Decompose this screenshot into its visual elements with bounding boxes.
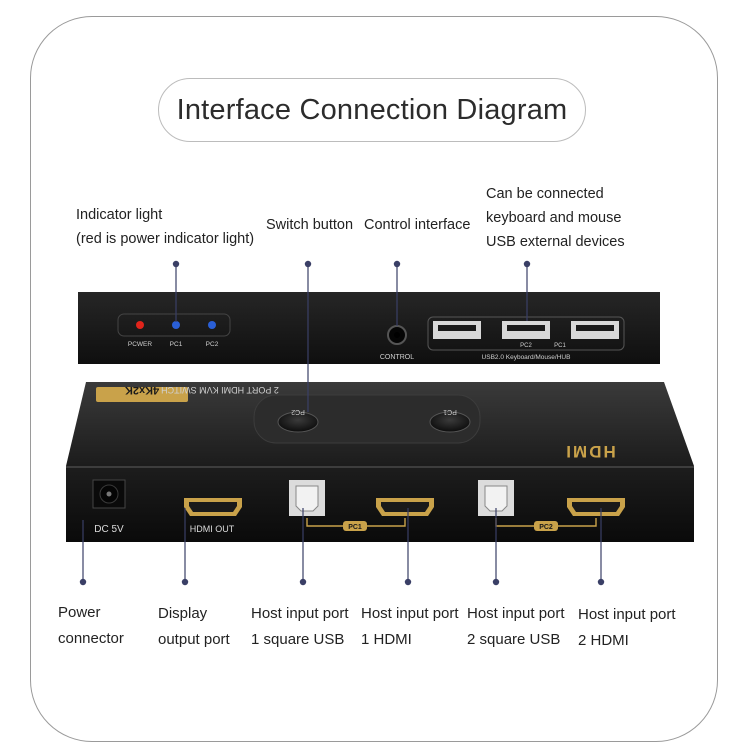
host2-usb-line2: 2 square USB xyxy=(467,631,561,648)
power-led xyxy=(136,321,144,329)
usb-group-frame xyxy=(427,316,625,351)
pc1-tag-text: PC1 xyxy=(348,524,362,531)
pc1-tag xyxy=(343,521,367,531)
control-interface-label: Control interface xyxy=(364,217,471,233)
host2-usb-line1: Host input port xyxy=(467,605,565,622)
usb-a-port-1-tongue xyxy=(438,325,476,331)
indicator-label-line1: Indicator light xyxy=(76,207,163,223)
page-title: Interface Connection Diagram xyxy=(176,93,568,126)
power-line2: connector xyxy=(58,630,124,647)
indicator-label: Indicator light (red is power indicator … xyxy=(76,203,254,251)
dc-label: DC 5V xyxy=(94,524,124,535)
usb1-callout-dot xyxy=(299,578,307,586)
host1-usb-line2: 1 square USB xyxy=(251,631,345,648)
main-device: 4Kx2K 2 PORT HDMI KVM SWITCH PC2 PC1 HDM… xyxy=(66,382,694,542)
front-panel: PCWER PC1 PC2 CONTROL PC2 PC1 USB2.0 Key… xyxy=(78,292,660,364)
display-line2: output port xyxy=(158,631,230,648)
control-jack-hole xyxy=(394,332,400,338)
host2-hdmi-line1: Host input port xyxy=(578,606,676,623)
pc2-tag xyxy=(534,521,558,531)
callout-lines xyxy=(79,260,605,586)
usb-a-port-2-tongue xyxy=(507,325,545,331)
pc1-led xyxy=(172,321,180,329)
switch-callout-dot xyxy=(304,260,312,268)
pc1-usb-b-port-inner xyxy=(295,485,319,512)
pc2-led xyxy=(208,321,216,329)
pc2-hdmi-port-inner xyxy=(572,502,620,512)
led-frame xyxy=(117,313,231,337)
usb-callout-dot xyxy=(523,260,531,268)
usb2-callout-dot xyxy=(492,578,500,586)
btn-pc2-text: PC2 xyxy=(291,408,305,415)
pc1-hdmi-port-inner xyxy=(381,502,429,512)
led-power-text: PCWER xyxy=(128,341,153,348)
display-callout-dot xyxy=(181,578,189,586)
host2-usb-label: Host input port 2 square USB xyxy=(467,601,565,653)
pc2-tag-text: PC2 xyxy=(539,524,553,531)
usb-a-port-3-tongue xyxy=(576,325,614,331)
display-output-label: Display output port xyxy=(158,601,230,653)
4k-badge xyxy=(96,387,188,402)
switch-button-label: Switch button xyxy=(266,217,354,233)
usb-pc2-text: PC2 xyxy=(520,343,532,349)
dc-jack-pin xyxy=(106,491,112,497)
led-pc1-text: PC1 xyxy=(170,341,183,348)
usb-group-text: USB2.0 Keyboard/Mouse/HUB xyxy=(482,354,571,361)
power-callout-dot xyxy=(79,578,87,586)
host1-hdmi-line2: 1 HDMI xyxy=(361,631,412,648)
usb-devices-line1: Can be connected xyxy=(486,186,604,202)
host1-usb-label: Host input port 1 square USB xyxy=(251,601,349,653)
control-callout-dot xyxy=(393,260,401,268)
pc2-switch-button[interactable] xyxy=(277,411,319,433)
btn-pc1-text: PC1 xyxy=(443,408,457,415)
hdmi-out-label: HDMI OUT xyxy=(190,524,235,534)
4k-badge-text: 4Kx2K xyxy=(125,384,159,396)
host2-hdmi-line2: 2 HDMI xyxy=(578,632,629,649)
hdmi1-callout-dot xyxy=(404,578,412,586)
usb-pc1-text: PC1 xyxy=(554,343,566,349)
control-text: CONTROL xyxy=(380,354,414,361)
switch-button-pod xyxy=(253,394,481,444)
host2-hdmi-label: Host input port 2 HDMI xyxy=(578,602,676,654)
display-line1: Display xyxy=(158,605,208,622)
host1-usb-line1: Host input port xyxy=(251,605,349,622)
usb-devices-line2: keyboard and mouse xyxy=(486,210,622,226)
model-text: 2 PORT HDMI KVM SWITCH xyxy=(161,385,279,395)
hdmi-brand-text: HDMI xyxy=(564,442,615,461)
power-connector-label: Power connector xyxy=(58,600,124,652)
hdmi2-callout-dot xyxy=(597,578,605,586)
power-line1: Power xyxy=(58,604,101,621)
host1-hdmi-line1: Host input port xyxy=(361,605,459,622)
pc1-switch-button[interactable] xyxy=(429,411,471,433)
usb-devices-label: Can be connected keyboard and mouse USB … xyxy=(486,182,625,254)
led-pc2-text: PC2 xyxy=(206,341,219,348)
usb-devices-line3: USB external devices xyxy=(486,234,625,250)
host1-hdmi-label: Host input port 1 HDMI xyxy=(361,601,459,653)
indicator-callout-dot xyxy=(172,260,180,268)
pc2-usb-b-port-inner xyxy=(484,485,508,512)
back-panel-edge xyxy=(66,466,694,468)
title-pill: Interface Connection Diagram xyxy=(158,78,586,142)
hdmi-out-port-inner xyxy=(189,502,237,512)
indicator-label-line2: (red is power indicator light) xyxy=(76,231,255,247)
